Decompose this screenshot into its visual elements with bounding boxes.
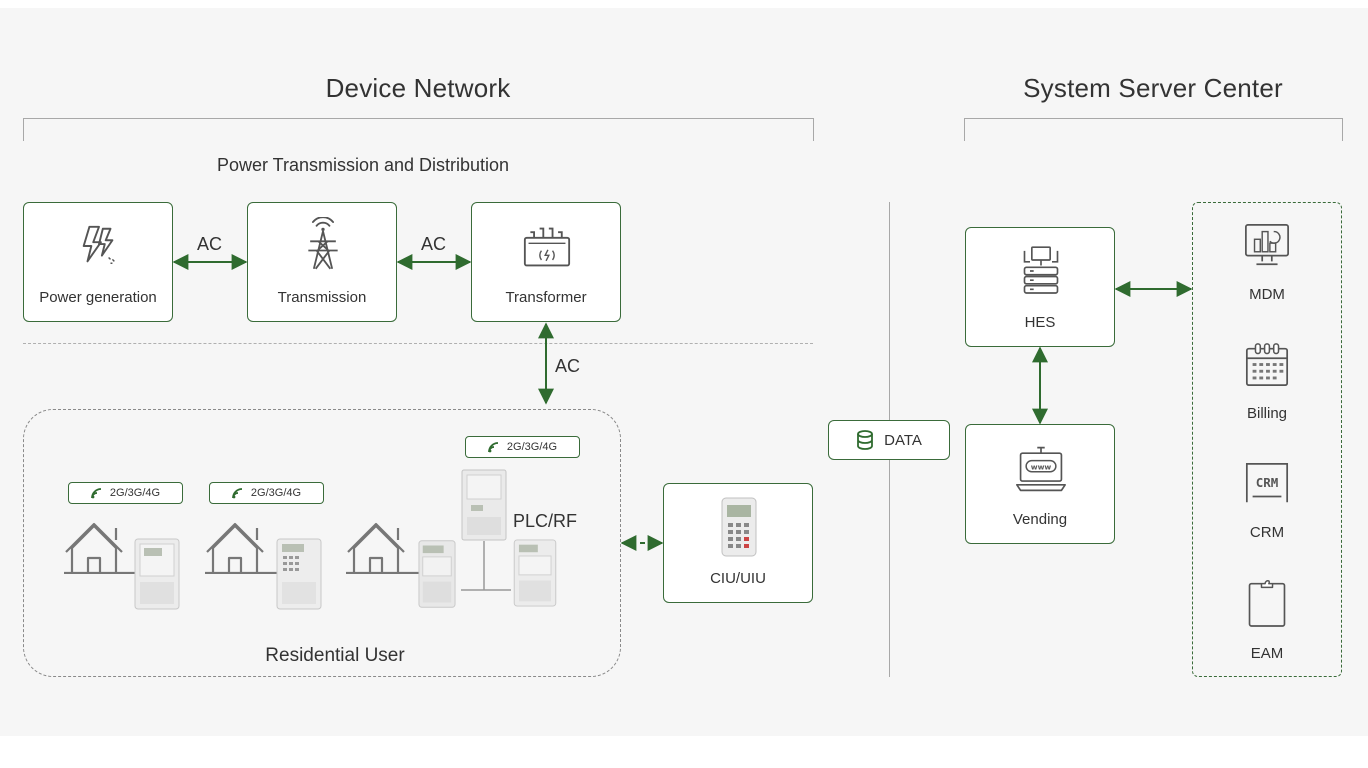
device-network-bracket — [23, 118, 814, 141]
transmission-node[interactable]: Transmission — [247, 202, 397, 322]
vending-node[interactable]: www Vending — [965, 424, 1115, 544]
transmission-label: Transmission — [277, 289, 367, 306]
power-generation-node[interactable]: Power generation — [23, 202, 173, 322]
plc-rf-label: PLC/RF — [513, 511, 578, 531]
house-icon — [346, 522, 422, 574]
calendar-icon — [1245, 343, 1289, 387]
eam-item[interactable]: EAM — [1193, 578, 1341, 668]
database-icon — [857, 430, 874, 450]
cellular-tag-3-label: 2G/3G/4G — [506, 441, 558, 453]
mdm-item[interactable]: MDM — [1193, 222, 1341, 312]
house-icon — [205, 522, 281, 574]
transformer-label: Transformer — [505, 289, 587, 306]
clipboard-icon — [1248, 580, 1286, 627]
signal-icon — [91, 487, 102, 498]
system-server-center-title: System Server Center — [1023, 73, 1283, 103]
cellular-tag-2-label: 2G/3G/4G — [250, 487, 302, 499]
smart-meter-image-1 — [134, 538, 180, 610]
billing-label: Billing — [1246, 405, 1288, 422]
ciu-keypad-device-image — [721, 497, 757, 557]
smart-meter-image-4 — [513, 539, 557, 607]
ac-label-transformer-residential: AC — [555, 356, 581, 376]
lightning-icon — [82, 225, 115, 264]
server-icon — [1023, 246, 1059, 294]
vending-label: Vending — [1012, 511, 1068, 528]
dashboard-monitor-icon — [1245, 224, 1289, 266]
www-laptop-icon: www — [1016, 446, 1066, 492]
transformer-icon — [523, 227, 571, 267]
crm-screen-icon: CRM — [1245, 462, 1289, 503]
cellular-tag-2: 2G/3G/4G — [209, 482, 324, 504]
billing-item[interactable]: Billing — [1193, 341, 1341, 431]
signal-icon — [488, 441, 499, 452]
section-divider — [23, 343, 813, 344]
power-generation-label: Power generation — [39, 289, 157, 306]
transformer-node[interactable]: Transformer — [471, 202, 621, 322]
ciu-uiu-label: CIU/UIU — [710, 570, 766, 587]
ciu-uiu-node[interactable]: CIU/UIU — [663, 483, 813, 603]
transmission-tower-icon — [308, 217, 338, 270]
smart-meter-image-2 — [276, 538, 322, 610]
hes-node[interactable]: HES — [965, 227, 1115, 347]
cellular-tag-1-label: 2G/3G/4G — [109, 487, 161, 499]
system-server-bracket — [964, 118, 1343, 141]
device-network-title: Device Network — [325, 73, 511, 103]
mdm-label: MDM — [1249, 286, 1285, 303]
ac-label-transmission-transformer: AC — [421, 234, 447, 254]
eam-label: EAM — [1250, 645, 1284, 662]
data-node[interactable]: DATA — [828, 420, 950, 460]
crm-label: CRM — [1249, 524, 1285, 541]
data-label: DATA — [884, 431, 922, 449]
residential-user-label: Residential User — [265, 645, 405, 666]
diagram-canvas — [0, 8, 1368, 736]
svg-text:CRM: CRM — [1256, 475, 1279, 490]
signal-icon — [232, 487, 243, 498]
cellular-tag-1: 2G/3G/4G — [68, 482, 183, 504]
ac-label-gen-transmission: AC — [197, 234, 223, 254]
data-concentrator-image — [461, 469, 507, 541]
server-systems-area — [1192, 202, 1342, 677]
house-icon — [64, 522, 140, 574]
smart-meter-image-3 — [418, 540, 456, 608]
svg-text:www: www — [1031, 462, 1052, 471]
power-td-title: Power Transmission and Distribution — [216, 155, 510, 175]
crm-item[interactable]: CRM CRM — [1193, 460, 1341, 550]
cellular-tag-3: 2G/3G/4G — [465, 436, 580, 458]
hes-label: HES — [1024, 314, 1056, 331]
